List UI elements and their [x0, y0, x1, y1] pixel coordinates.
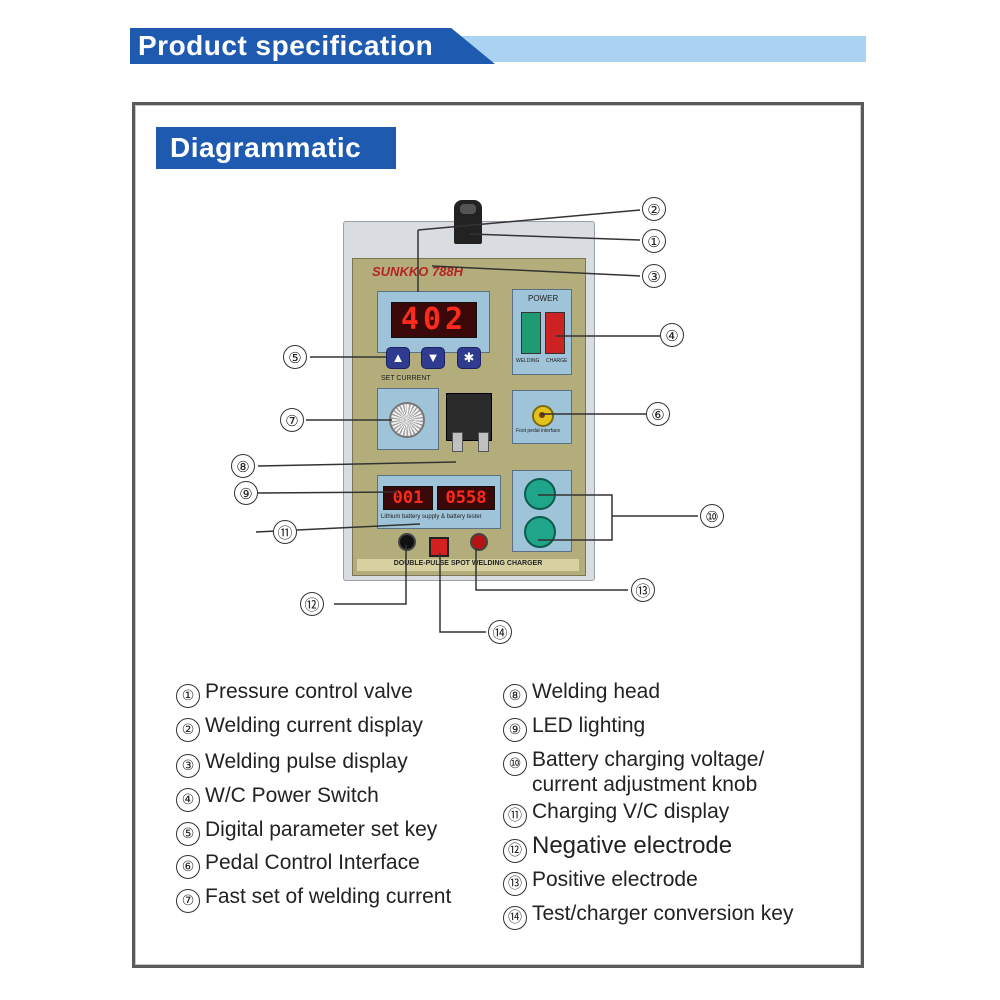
callout-4: ④	[660, 323, 684, 347]
line-8	[257, 461, 457, 467]
page-title: Product specification	[138, 30, 434, 61]
current-adjust-knob[interactable]	[524, 516, 556, 548]
banner-tab	[130, 28, 495, 64]
welding-power-switch[interactable]	[521, 312, 541, 354]
positive-electrode[interactable]	[470, 533, 488, 551]
up-key[interactable]: ▲	[386, 347, 410, 369]
welding-pin-right	[478, 432, 489, 452]
line-2	[417, 209, 641, 231]
voltage-adjust-knob[interactable]	[524, 478, 556, 510]
callout-13: ⑬	[631, 578, 655, 602]
header-banner: Product specification	[130, 28, 866, 64]
welding-pin-left	[452, 432, 463, 452]
pedal-caption: Foot pedal interface	[516, 428, 561, 434]
section-title: Diagrammatic	[156, 127, 396, 169]
device-bottom-strip	[357, 559, 579, 571]
set-key[interactable]: ✱	[457, 347, 481, 369]
line-14	[439, 553, 486, 633]
device-bottom-label: DOUBLE-PULSE SPOT WELDING CHARGER	[393, 560, 543, 567]
callout-2: ②	[642, 197, 666, 221]
callout-11: ⑪	[273, 520, 297, 544]
pedal-jack-center	[539, 412, 545, 418]
callout-9: ⑨	[234, 481, 258, 505]
power-label: POWER	[528, 294, 559, 303]
callout-1: ①	[642, 229, 666, 253]
down-key[interactable]: ▼	[421, 347, 445, 369]
charging-caption: Lithium battery supply & battery tester	[381, 514, 482, 520]
callout-8: ⑧	[231, 454, 255, 478]
callout-3: ③	[642, 264, 666, 288]
callout-12: ⑫	[300, 592, 324, 616]
line-13	[475, 548, 628, 591]
callout-7: ⑦	[280, 408, 304, 432]
line-9	[257, 491, 399, 494]
welding-label: WELDING	[516, 358, 540, 364]
callout-10: ⑩	[700, 504, 724, 528]
charging-voltage-display: 001	[383, 486, 433, 510]
callout-14: ⑭	[488, 620, 512, 644]
callout-6: ⑥	[646, 402, 670, 426]
negative-electrode[interactable]	[398, 533, 416, 551]
line-12	[334, 545, 407, 605]
charging-current-display: 0558	[437, 486, 495, 510]
charge-label: CHARGE	[546, 358, 568, 364]
line-3	[431, 265, 641, 277]
welding-current-display: 402	[391, 302, 477, 338]
test-charger-key[interactable]	[429, 537, 449, 557]
line-1	[469, 233, 641, 241]
pressure-valve-cap	[460, 204, 476, 214]
charge-power-switch[interactable]	[545, 312, 565, 354]
callout-5: ⑤	[283, 345, 307, 369]
set-current-label: SET CURRENT	[381, 375, 431, 382]
line-10-bracket	[538, 494, 613, 541]
legend-item-10-line2: current adjustment knob	[532, 773, 758, 796]
